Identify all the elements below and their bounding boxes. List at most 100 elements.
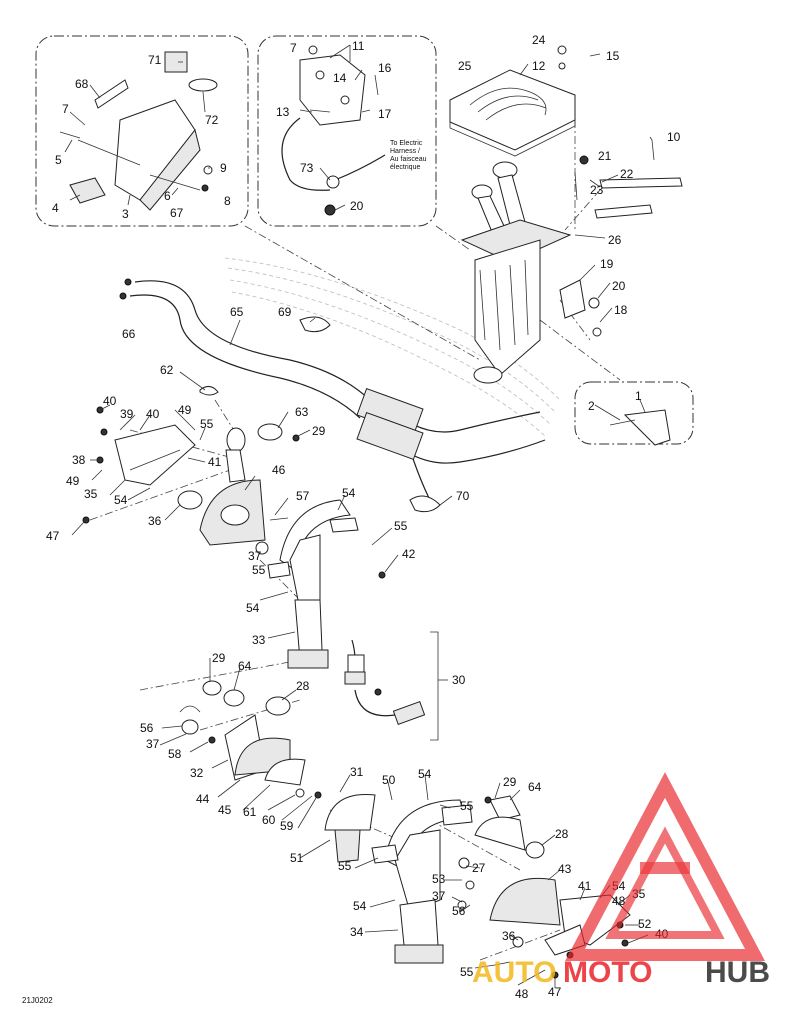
callout-56b: 56 [452, 904, 466, 918]
callout-59: 59 [280, 819, 294, 833]
callout-45: 45 [218, 803, 232, 817]
harness-note: To Electric Harness / Au faisceau électr… [390, 140, 427, 171]
left-detent-cluster [82, 386, 300, 524]
callout-55: 55 [200, 417, 214, 431]
control-lever [460, 161, 572, 384]
callout-48: 48 [515, 987, 529, 1001]
callout-14: 14 [333, 71, 347, 85]
cables [119, 278, 546, 513]
harness-note-line-4: électrique [390, 164, 420, 171]
watermark-wordmark: AUTO MOTO HUB [472, 956, 770, 989]
callout-56: 56 [140, 721, 154, 735]
callout-23: 23 [590, 183, 604, 197]
callout-54c: 54 [246, 601, 260, 615]
callout-57: 57 [296, 489, 310, 503]
callout-2: 2 [588, 399, 595, 413]
watermark-hub: HUB [705, 956, 770, 989]
callout-55f: 55 [460, 965, 474, 979]
callout-63: 63 [295, 405, 309, 419]
callout-55d: 55 [460, 799, 474, 813]
control-body-middle [179, 680, 322, 799]
callout-61: 61 [243, 805, 257, 819]
callout-44: 44 [196, 792, 210, 806]
callout-29: 29 [312, 424, 326, 438]
callout-42: 42 [402, 547, 416, 561]
callout-25: 25 [458, 59, 472, 73]
callout-68: 68 [75, 77, 89, 91]
right-detent-cluster [474, 795, 631, 979]
callout-labels: 1 2 3 4 5 6 7 7 8 9 10 11 12 13 14 15 16… [46, 33, 681, 1001]
callout-19: 19 [600, 257, 614, 271]
drawing-reference-code: 21J0202 [22, 996, 53, 1005]
throttle-cover [449, 45, 576, 157]
callout-9: 9 [220, 161, 227, 175]
callout-50: 50 [382, 773, 396, 787]
group-box-plate [574, 381, 694, 445]
callout-26: 26 [608, 233, 622, 247]
right-hardware [559, 139, 683, 446]
callout-66: 66 [122, 327, 136, 341]
callout-6: 6 [164, 189, 171, 203]
callout-33: 33 [252, 633, 266, 647]
callout-46: 46 [272, 463, 286, 477]
callout-37c: 37 [432, 889, 446, 903]
callout-21: 21 [598, 149, 612, 163]
callout-70: 70 [456, 489, 470, 503]
automotohub-watermark [565, 772, 765, 961]
callout-29c: 29 [503, 775, 517, 789]
watermark-triangle-outer [565, 772, 765, 961]
callout-35: 35 [84, 487, 98, 501]
callout-29b: 29 [212, 651, 226, 665]
callout-34: 34 [350, 925, 364, 939]
watermark-auto: AUTO [472, 956, 556, 989]
callout-38: 38 [72, 453, 86, 467]
callout-3: 3 [122, 207, 129, 221]
callout-73: 73 [300, 161, 314, 175]
callout-8: 8 [224, 194, 231, 208]
neutral-switch [344, 631, 439, 741]
callout-5: 5 [55, 153, 62, 167]
callout-16: 16 [378, 61, 392, 75]
callout-1b: 1 [635, 389, 642, 403]
callout-36b: 36 [502, 929, 516, 943]
callout-47: 47 [46, 529, 60, 543]
callout-39: 39 [120, 407, 134, 421]
callout-54b: 54 [342, 486, 356, 500]
callout-51: 51 [290, 851, 304, 865]
callout-53: 53 [432, 872, 446, 886]
callout-15: 15 [606, 49, 620, 63]
callout-37: 37 [248, 549, 262, 563]
callout-10: 10 [667, 130, 681, 144]
watermark-triangle-inner [605, 826, 725, 939]
callout-18: 18 [614, 303, 628, 317]
switch-assembly [281, 45, 386, 216]
control-body-lower [324, 793, 475, 964]
callout-43: 43 [558, 862, 572, 876]
callout-17: 17 [378, 107, 392, 121]
harness-note-line-3: Au faisceau [390, 156, 427, 163]
watermark-moto: MOTO [563, 956, 652, 989]
callout-7b: 7 [290, 41, 297, 55]
callout-11: 11 [352, 39, 365, 53]
engine-outline-ghost [224, 257, 561, 437]
callout-22: 22 [620, 167, 634, 181]
control-body-upper [199, 479, 386, 669]
callout-28: 28 [296, 679, 310, 693]
callout-60: 60 [262, 813, 276, 827]
callout-20b: 20 [612, 279, 626, 293]
callout-54: 54 [114, 493, 128, 507]
group-box-switch [257, 35, 437, 227]
callout-31: 31 [350, 765, 364, 779]
callout-7: 7 [62, 102, 69, 116]
callout-48b: 48 [612, 894, 626, 908]
callout-40b: 40 [146, 407, 160, 421]
callout-54d: 54 [418, 767, 432, 781]
callout-52: 52 [638, 917, 652, 931]
callout-13: 13 [276, 105, 290, 119]
callout-64b: 64 [528, 780, 542, 794]
callout-20: 20 [350, 199, 364, 213]
callout-62: 62 [160, 363, 174, 377]
callout-49: 49 [178, 403, 192, 417]
